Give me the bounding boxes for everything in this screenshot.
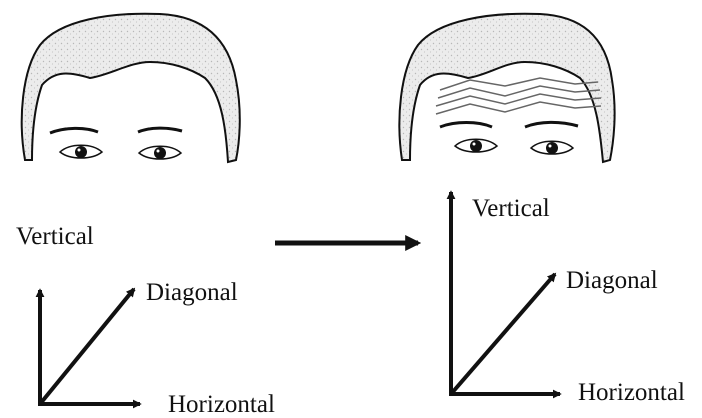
left-brow-left (50, 128, 98, 133)
right-diagonal-arrow (451, 274, 555, 394)
right-vertical-label: Vertical (472, 196, 550, 221)
left-face (22, 14, 240, 162)
right-diagonal-label: Diagonal (566, 268, 658, 293)
forehead-wrinkles (436, 78, 601, 114)
left-eye-right (139, 146, 181, 159)
left-horizontal-label: Horizontal (168, 392, 275, 417)
left-brow-right (138, 128, 182, 132)
left-hair (22, 14, 240, 162)
right-axes (449, 192, 560, 394)
right-horizontal-label: Horizontal (578, 380, 685, 405)
right-hair (399, 14, 614, 162)
left-diagonal-label: Diagonal (146, 280, 238, 305)
left-axes (38, 289, 140, 404)
right-brow-right (525, 122, 578, 127)
left-vertical-label: Vertical (16, 224, 94, 249)
left-diagonal-arrow (40, 289, 134, 404)
right-face (399, 14, 614, 162)
right-eye-left (455, 139, 497, 152)
left-eye-left (60, 145, 102, 158)
right-eye-right (531, 141, 573, 154)
right-brow-left (440, 123, 492, 128)
